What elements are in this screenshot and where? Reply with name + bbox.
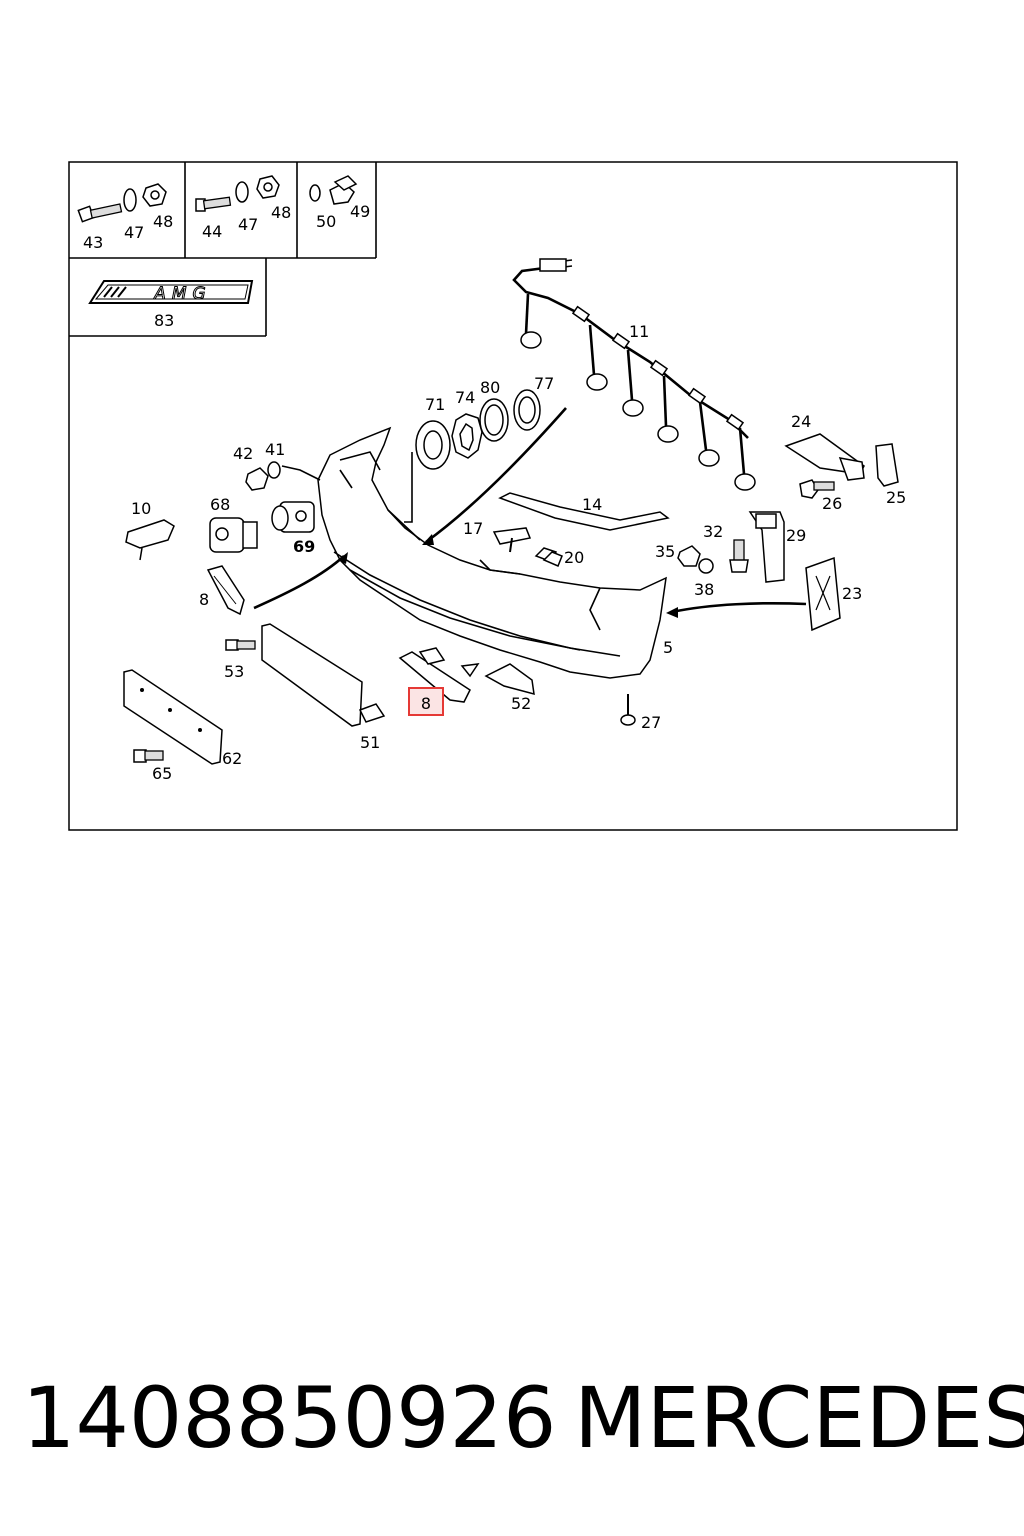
callout-43: 43 <box>83 233 103 252</box>
arrow <box>666 601 807 618</box>
callout-74: 74 <box>455 388 475 407</box>
leader-line <box>281 465 321 481</box>
washer-icon <box>123 188 137 212</box>
callout-65: 65 <box>152 764 172 783</box>
brand-name: MERCEDES <box>574 1369 1024 1467</box>
bumper-cover <box>317 426 667 679</box>
callout-24: 24 <box>791 412 811 431</box>
license-plate-bracket <box>261 623 386 727</box>
callout-35: 35 <box>655 542 675 561</box>
washer-icon <box>267 461 281 479</box>
callout-11: 11 <box>629 322 649 341</box>
bolt-icon <box>77 203 123 223</box>
bolt-icon <box>729 539 749 573</box>
callout-44: 44 <box>202 222 222 241</box>
arrow <box>422 407 567 545</box>
bumper-guide-23 <box>805 556 841 632</box>
callout-77: 77 <box>534 374 554 393</box>
washer-icon <box>698 558 714 574</box>
tow-hook-cover <box>484 663 535 696</box>
callout-68: 68 <box>210 495 230 514</box>
callout-53: 53 <box>224 662 244 681</box>
bolt-icon <box>799 479 835 499</box>
sensor-ring-74 <box>451 413 483 459</box>
callout-52: 52 <box>511 694 531 713</box>
amg-logo: AMG <box>88 280 254 305</box>
callout-27: 27 <box>641 713 661 732</box>
part-number: 1408850926 <box>22 1369 557 1467</box>
callout-32: 32 <box>703 522 723 541</box>
callout-71: 71 <box>425 395 445 414</box>
callout-47: 47 <box>238 215 258 234</box>
callout-62: 62 <box>222 749 242 768</box>
callout-69: 69 <box>293 537 315 556</box>
callout-41: 41 <box>265 440 285 459</box>
highlighted-part-callout: 8 <box>408 687 444 716</box>
washer-icon <box>309 184 321 202</box>
highlight-box <box>408 687 444 716</box>
callout-42: 42 <box>233 444 253 463</box>
bolt-icon <box>195 196 232 212</box>
diagram-frame <box>68 161 958 831</box>
callout-25: 25 <box>886 488 906 507</box>
callout-labels: 43 47 48 44 47 48 50 49 83 11 71 74 80 7… <box>83 202 906 783</box>
clips-20 <box>534 547 563 567</box>
sensor-ring-80 <box>479 398 509 442</box>
bracket-17 <box>492 527 532 553</box>
nut-icon <box>329 175 358 205</box>
screw-icon <box>620 694 636 726</box>
callout-8: 8 <box>421 694 431 713</box>
nut-icon <box>245 467 269 491</box>
callout-80: 80 <box>480 378 500 397</box>
sensor-ring-71 <box>415 420 451 470</box>
callout-17: 17 <box>463 519 483 538</box>
nut-icon <box>677 545 701 567</box>
callout-48: 48 <box>153 212 173 231</box>
callout-5: 5 <box>663 638 673 657</box>
clip-25 <box>875 443 899 487</box>
callout-83: 83 <box>154 311 174 330</box>
callout-49: 49 <box>350 202 370 221</box>
bracket-29 <box>748 511 785 583</box>
callout-26: 26 <box>822 494 842 513</box>
spoiler-strip <box>498 492 670 531</box>
nut-icon <box>142 183 167 207</box>
callout-47: 47 <box>124 223 144 242</box>
grille-left <box>206 565 245 616</box>
callout-38: 38 <box>694 580 714 599</box>
bracket-10 <box>125 519 175 561</box>
hardware-inset-boxes <box>69 162 377 337</box>
bracket-24 <box>784 433 865 481</box>
callout-8-grille: 8 <box>199 590 209 609</box>
license-plate <box>123 669 223 765</box>
callout-51: 51 <box>360 733 380 752</box>
wiring-harness <box>512 258 756 491</box>
sensor-housing-68 <box>209 517 258 553</box>
washer-icon <box>235 181 249 203</box>
callout-48: 48 <box>271 203 291 222</box>
arrow <box>253 552 348 610</box>
callout-23: 23 <box>842 584 862 603</box>
sensor-ring-77 <box>513 389 541 431</box>
callout-50: 50 <box>316 212 336 231</box>
leader-line <box>404 452 413 523</box>
callout-20: 20 <box>564 548 584 567</box>
callout-29: 29 <box>786 526 806 545</box>
callout-10: 10 <box>131 499 151 518</box>
callout-14: 14 <box>582 495 602 514</box>
bolt-icon <box>133 749 164 763</box>
bolt-icon <box>225 639 256 651</box>
nut-icon <box>256 175 280 199</box>
amg-logo-text: AMG <box>153 284 211 304</box>
sensor-69 <box>271 501 315 533</box>
